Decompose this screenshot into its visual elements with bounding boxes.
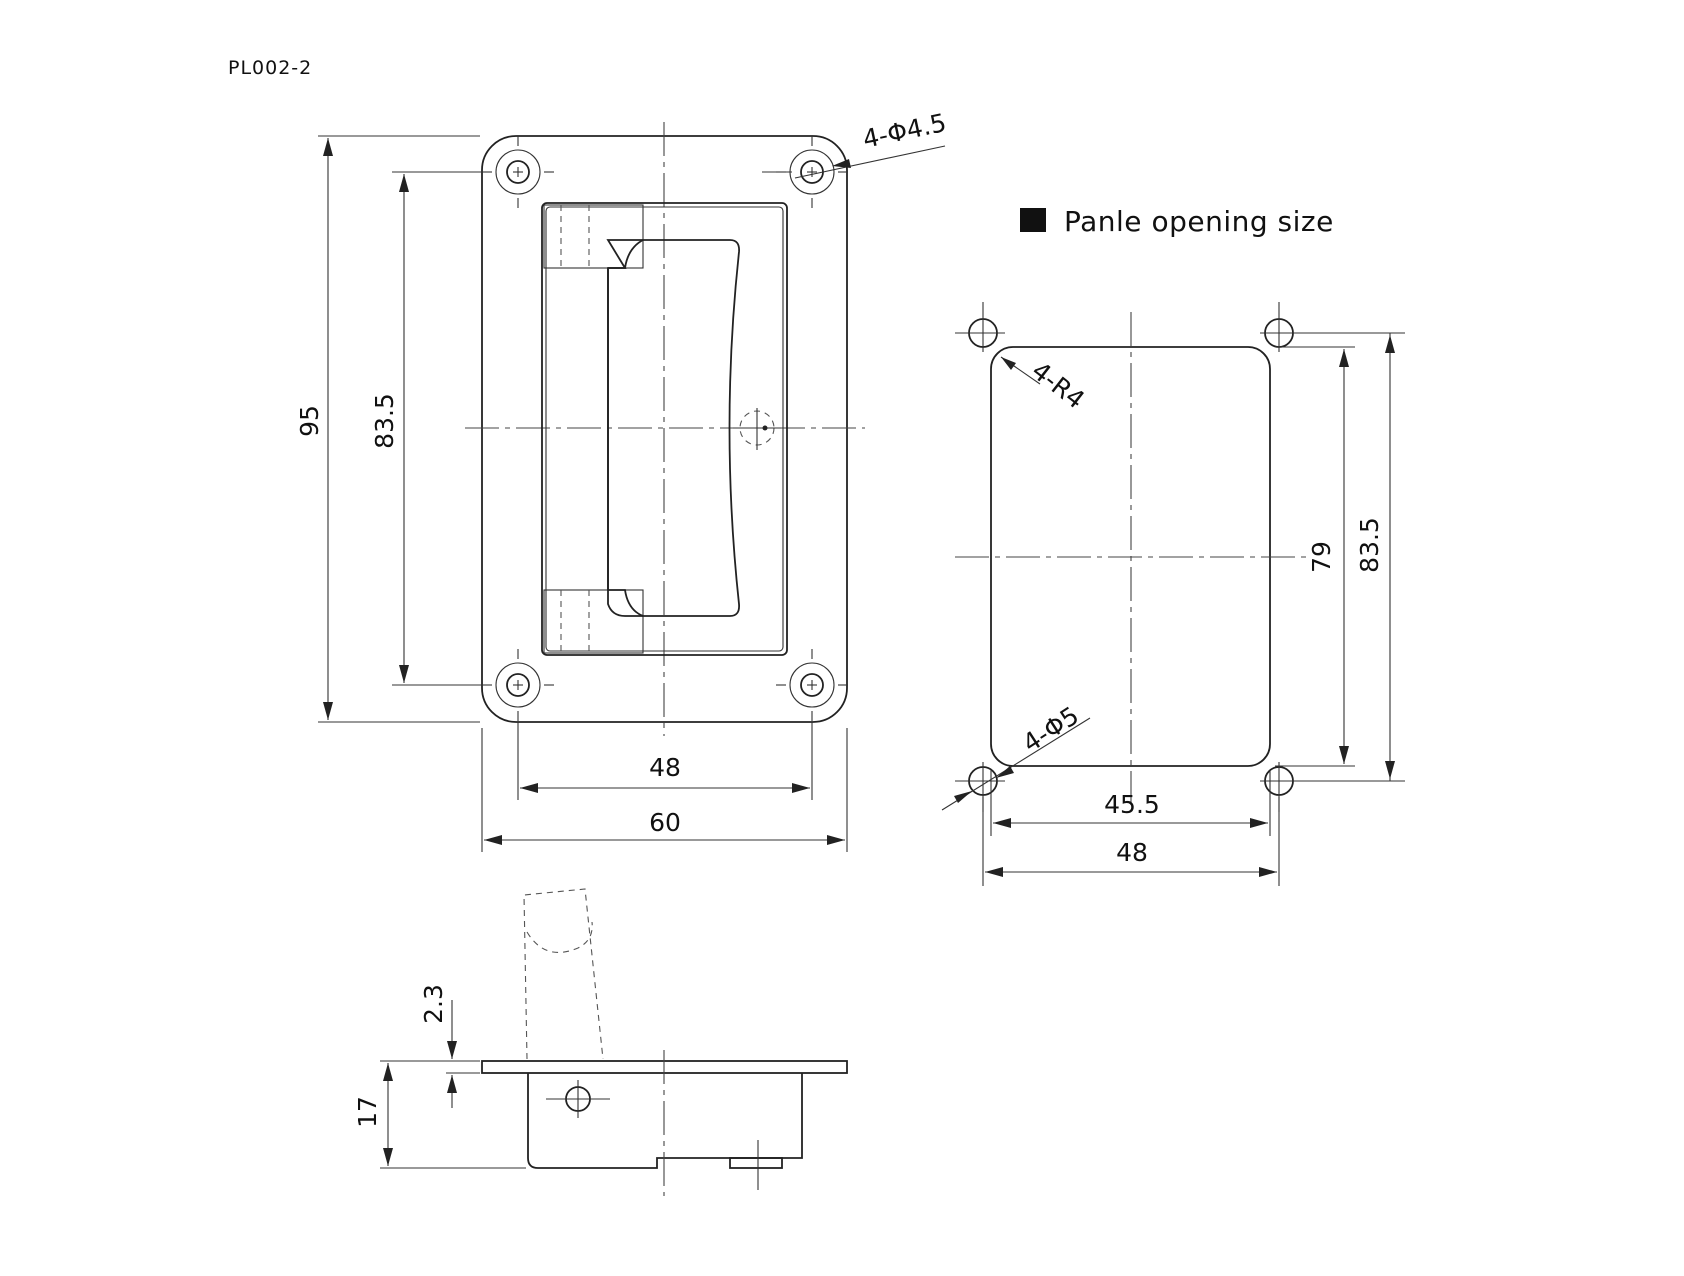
dim-front-width-overall: 60 xyxy=(649,808,681,837)
callout-corner-radius: 4-R4 xyxy=(1026,356,1090,415)
dim-opening-height-holes: 83.5 xyxy=(1355,517,1384,573)
dim-side-depth: 17 xyxy=(353,1096,382,1128)
panel-opening-title: Panle opening size xyxy=(1064,205,1334,238)
side-bottom-pin xyxy=(729,1157,783,1169)
opening-hole-bottom-right xyxy=(1260,762,1405,812)
front-view: 95 83.5 48 60 4-Φ4.5 xyxy=(295,108,949,852)
part-number: PL002-2 xyxy=(228,57,312,79)
opening-hole-top-left xyxy=(955,302,1005,352)
dim-front-height-overall: 95 xyxy=(295,405,324,437)
callout-opening-holes: 4-Φ5 xyxy=(1017,701,1084,758)
dim-side-flange-thickness: 2.3 xyxy=(419,984,448,1024)
dim-opening-width: 45.5 xyxy=(1104,790,1160,819)
dim-opening-width-holes: 48 xyxy=(1116,838,1148,867)
dim-opening-height: 79 xyxy=(1307,541,1336,573)
front-hole-bottom-right xyxy=(775,648,849,722)
opening-hole-top-right xyxy=(1260,302,1405,352)
front-hole-top-left xyxy=(481,135,555,209)
recess-outer xyxy=(541,202,788,656)
hinge-block-bottom xyxy=(543,589,644,654)
callout-front-holes: 4-Φ4.5 xyxy=(860,108,949,154)
panel-opening-view: 4-R4 4-Φ5 79 83.5 45.5 48 xyxy=(941,302,1405,886)
side-view: 2.3 17 xyxy=(353,888,848,1196)
side-handle-raised xyxy=(523,888,604,1060)
side-body xyxy=(527,1073,803,1169)
dim-front-height-holes: 83.5 xyxy=(370,393,399,449)
handle-bar xyxy=(606,239,740,617)
front-hole-bottom-left xyxy=(481,648,555,722)
legend-square-marker xyxy=(1020,208,1046,232)
hinge-block-top xyxy=(543,204,644,269)
dim-front-width-holes: 48 xyxy=(649,753,681,782)
recess-inner xyxy=(545,206,784,652)
panel-opening-legend: Panle opening size xyxy=(1020,205,1334,238)
